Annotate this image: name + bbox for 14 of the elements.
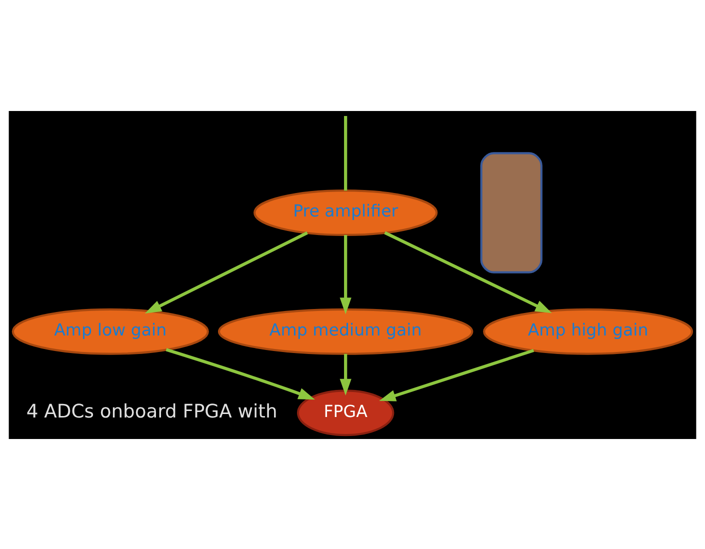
node-box <box>480 152 542 273</box>
node-ellipse: Amp low gain <box>12 308 209 354</box>
node-ellipse: FPGA <box>296 389 394 436</box>
arrow <box>144 230 308 313</box>
node-ellipse: Amp high gain <box>483 308 693 354</box>
arrow <box>340 353 352 396</box>
arrow <box>166 348 316 400</box>
arrow <box>384 230 552 313</box>
label: 4 ADCs onboard FPGA with <box>26 400 278 422</box>
connector <box>344 115 348 190</box>
arrow <box>340 234 352 314</box>
arrow <box>379 348 534 401</box>
node-ellipse: Amp medium gain <box>218 308 474 354</box>
node-ellipse: Pre amplifier <box>254 189 438 236</box>
